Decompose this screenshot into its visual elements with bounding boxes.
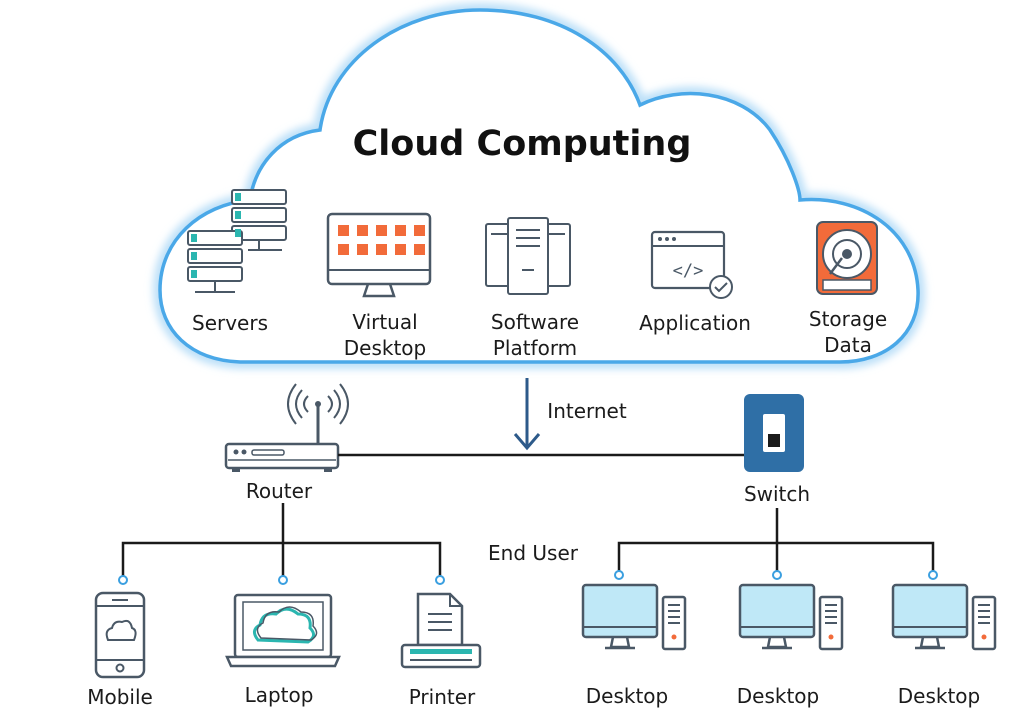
mobile-icon xyxy=(94,591,146,679)
application-label: Application xyxy=(639,311,751,335)
internet-label: Internet xyxy=(547,399,627,423)
diagram-title: Cloud Computing xyxy=(352,124,692,164)
router-icon xyxy=(224,383,349,472)
internet-arrow xyxy=(513,378,541,451)
software-platform-icon xyxy=(485,217,571,295)
svg-text:</>: </> xyxy=(673,261,704,281)
laptop-label: Laptop xyxy=(244,683,314,707)
printer-icon xyxy=(400,592,482,669)
desktop-icon-3 xyxy=(891,583,997,651)
connection-dots xyxy=(118,570,938,585)
laptop-icon xyxy=(225,593,341,668)
mobile-label: Mobile xyxy=(87,685,153,709)
switch-icon xyxy=(744,394,804,472)
switch-label: Switch xyxy=(743,482,811,506)
desktop-label-2: Desktop xyxy=(736,684,820,708)
storage-data-icon xyxy=(816,221,878,295)
desktop-icon-1 xyxy=(581,583,687,651)
virtual-desktop-label: Virtual Desktop xyxy=(343,310,427,360)
router-label: Router xyxy=(245,479,313,503)
servers-icon xyxy=(187,189,287,293)
application-icon: </> xyxy=(650,230,733,299)
end-user-label: End User xyxy=(488,541,578,565)
virtual-desktop-icon xyxy=(326,212,432,298)
storage-data-label: Storage Data xyxy=(808,307,888,357)
servers-label: Servers xyxy=(191,311,269,335)
software-platform-label: Software Platform xyxy=(490,310,580,360)
printer-label: Printer xyxy=(408,685,476,709)
desktop-label-3: Desktop xyxy=(897,684,981,708)
desktop-label-1: Desktop xyxy=(585,684,669,708)
network-lines xyxy=(121,453,935,580)
desktop-icon-2 xyxy=(738,583,844,651)
